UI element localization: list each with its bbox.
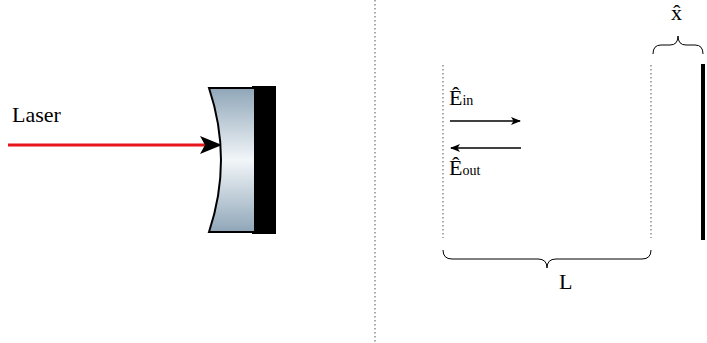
moving-mirror	[701, 64, 705, 240]
separator-line	[375, 0, 376, 343]
length-label: L	[559, 270, 572, 294]
laser-beam	[8, 144, 205, 147]
mirror-glass	[209, 88, 255, 232]
input-arrow	[450, 120, 520, 122]
output-field-label: Êout	[449, 156, 480, 180]
displacement-brace	[653, 36, 703, 54]
displacement-label: x̂	[671, 1, 682, 25]
input-plane	[443, 65, 444, 238]
rest-plane	[651, 65, 652, 238]
laser-label: Laser	[12, 103, 61, 127]
output-arrow	[451, 147, 521, 149]
length-brace	[443, 250, 651, 268]
input-field-label: Êin	[449, 86, 473, 110]
beam-arrowhead	[200, 136, 222, 154]
